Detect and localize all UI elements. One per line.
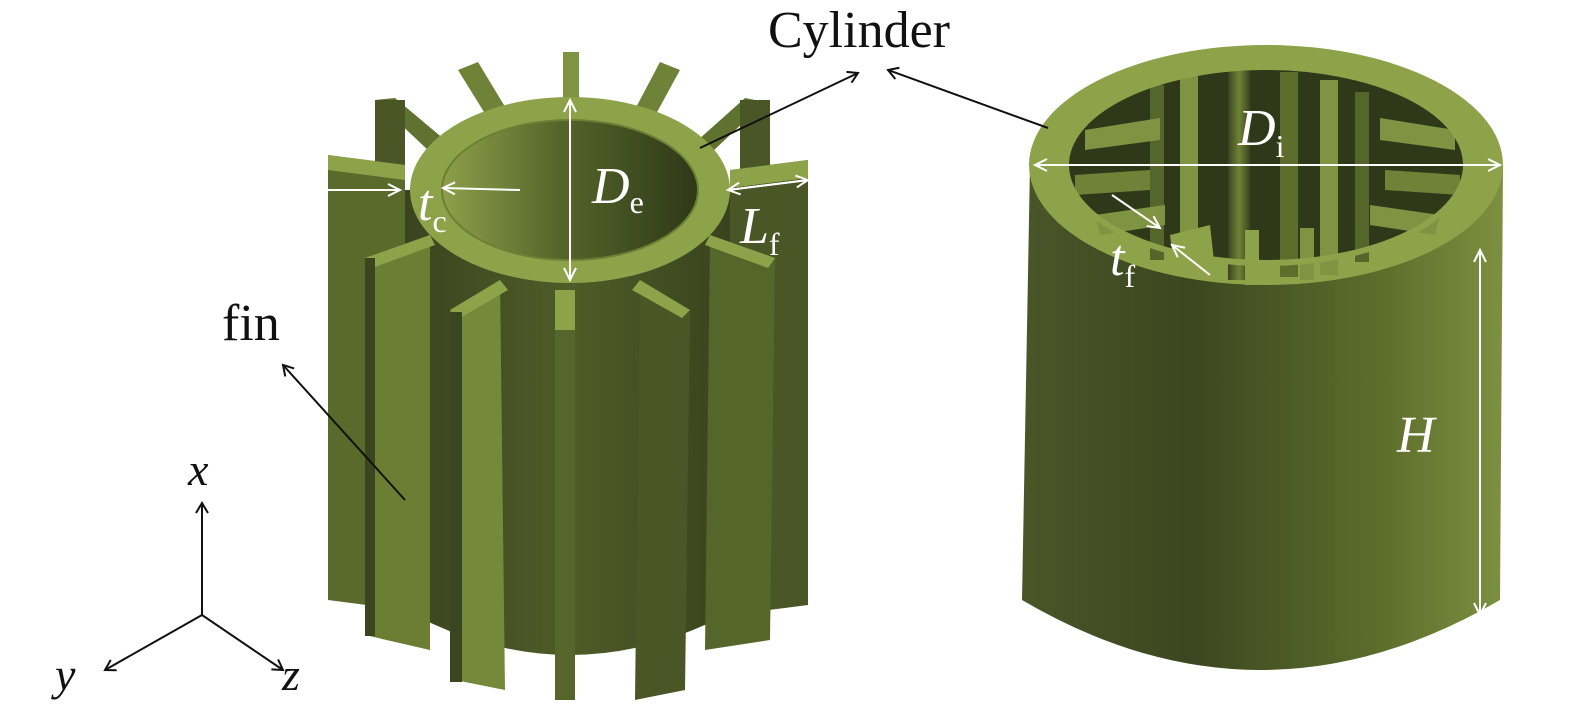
fin-front-right1 (635, 280, 690, 700)
label-de: De (591, 158, 644, 220)
coordinate-axes: x y z (51, 444, 300, 700)
cylinder-arrow-right (886, 66, 1049, 129)
fin-front-left1 (450, 280, 505, 690)
x-axis-label: x (187, 444, 209, 495)
cylinder-arrow-left (699, 70, 860, 149)
label-tf: tf (1110, 230, 1135, 294)
cylinder-body (1022, 165, 1503, 670)
tf-arrow-in (1111, 194, 1162, 230)
label-cylinder: Cylinder (768, 2, 950, 59)
label-fin: fin (222, 295, 280, 352)
y-axis (103, 614, 203, 672)
fin-front-center (555, 290, 575, 700)
z-axis-label: z (281, 649, 300, 700)
tf-arrow-out (1170, 243, 1211, 276)
lf-arrow-left (725, 179, 809, 196)
z-axis (201, 614, 285, 672)
label-lf: Lf (739, 198, 780, 262)
label-h: H (1396, 407, 1437, 464)
label-di: Di (1237, 100, 1285, 164)
y-axis-label: y (51, 649, 76, 700)
fin-arrow (281, 363, 406, 501)
outer-cylinder: Di tf H (1022, 45, 1503, 670)
inner-fins (1075, 70, 1460, 285)
side-fins (328, 155, 808, 700)
finned-tube: De tc Lf (328, 52, 811, 700)
fin-front-right2 (705, 235, 775, 650)
label-tc: tc (418, 175, 447, 239)
tc-arrow-out (440, 181, 521, 196)
fin-front-left2 (365, 235, 430, 650)
